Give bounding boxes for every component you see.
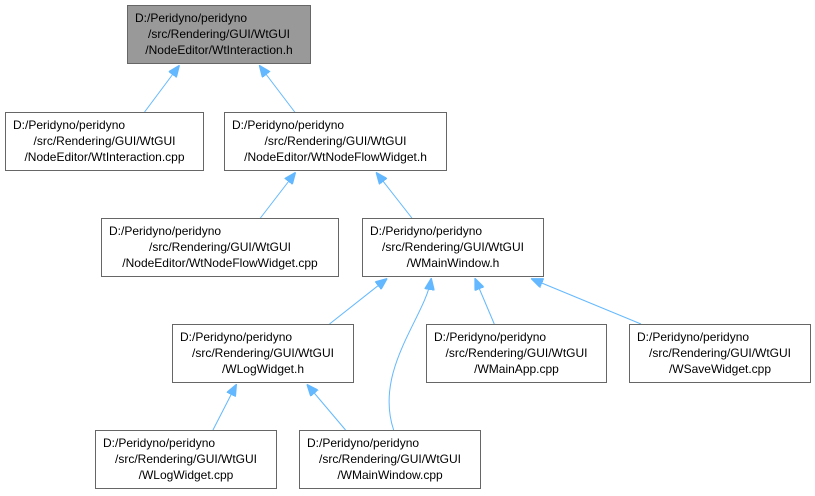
node-wtnodeflowwidget-h[interactable]: D:/Peridyno/peridyno /src/Rendering/GUI/… xyxy=(224,112,447,171)
node-wlogwidget-h[interactable]: D:/Peridyno/peridyno /src/Rendering/GUI/… xyxy=(172,324,354,383)
edge-n_logwidget_cpp-to-n_logwidget_h xyxy=(212,385,236,431)
node-wlogwidget-cpp[interactable]: D:/Peridyno/peridyno /src/Rendering/GUI/… xyxy=(95,430,277,489)
edge-n_interaction_cpp-to-n_interaction_h xyxy=(144,66,179,113)
node-path-line: /src/Rendering/GUI/WtGUI xyxy=(147,27,291,41)
edge-n_mainwindow_h-to-n_nodeflow_h xyxy=(377,173,413,219)
node-path-line: /NodeEditor/WtNodeFlowWidget.h xyxy=(244,150,427,164)
node-wmainapp-cpp[interactable]: D:/Peridyno/peridyno /src/Rendering/GUI/… xyxy=(426,324,607,383)
node-path-line: /src/Rendering/GUI/WtGUI xyxy=(191,346,335,360)
node-path-line: D:/Peridyno/peridyno xyxy=(434,330,547,344)
node-path-line: /src/Rendering/GUI/WtGUI xyxy=(648,346,792,360)
node-path-line: /src/Rendering/GUI/WtGUI xyxy=(33,134,176,148)
node-path-line: D:/Peridyno/peridyno xyxy=(13,118,126,132)
edge-n_nodeflow_h-to-n_interaction_h xyxy=(260,66,296,113)
node-path-line: D:/Peridyno/peridyno xyxy=(103,436,216,450)
node-path-line: D:/Peridyno/peridyno xyxy=(637,330,750,344)
edge-n_mainapp_cpp-to-n_mainwindow_h xyxy=(475,279,495,325)
node-path-line: /src/Rendering/GUI/WtGUI xyxy=(148,240,292,254)
node-path-line: D:/Peridyno/peridyno xyxy=(307,436,420,450)
node-wmainwindow-cpp[interactable]: D:/Peridyno/peridyno /src/Rendering/GUI/… xyxy=(299,430,481,489)
node-path-line: /src/Rendering/GUI/WtGUI xyxy=(264,134,407,148)
edge-n_logwidget_h-to-n_mainwindow_h xyxy=(329,279,387,325)
node-path-line: D:/Peridyno/peridyno xyxy=(135,11,248,25)
node-wmainwindow-h[interactable]: D:/Peridyno/peridyno /src/Rendering/GUI/… xyxy=(362,218,544,277)
node-path-line: D:/Peridyno/peridyno xyxy=(370,224,483,238)
edge-n_nodeflow_cpp-to-n_nodeflow_h xyxy=(260,173,295,219)
edge-n_mainwindow_cpp-to-n_mainwindow_h xyxy=(388,279,431,431)
node-path-line: /NodeEditor/WtInteraction.h xyxy=(145,43,293,57)
node-path-line: /src/Rendering/GUI/WtGUI xyxy=(445,346,588,360)
node-path-line: /src/Rendering/GUI/WtGUI xyxy=(318,452,462,466)
node-path-line: /WMainWindow.h xyxy=(406,256,500,270)
node-path-line: /src/Rendering/GUI/WtGUI xyxy=(381,240,525,254)
edge-n_mainwindow_cpp-to-n_logwidget_h xyxy=(307,385,346,431)
node-wtinteraction-cpp[interactable]: D:/Peridyno/peridyno /src/Rendering/GUI/… xyxy=(5,112,204,171)
node-path-line: /WMainWindow.cpp xyxy=(337,468,443,482)
edge-n_savewidget_cpp-to-n_mainwindow_h xyxy=(532,279,642,325)
node-path-line: /NodeEditor/WtNodeFlowWidget.cpp xyxy=(122,256,318,270)
node-path-line: D:/Peridyno/peridyno xyxy=(109,224,222,238)
node-path-line: /NodeEditor/WtInteraction.cpp xyxy=(24,150,185,164)
node-wsavewidget-cpp[interactable]: D:/Peridyno/peridyno /src/Rendering/GUI/… xyxy=(629,324,811,383)
node-path-line: /WLogWidget.h xyxy=(221,362,305,376)
node-path-line: D:/Peridyno/peridyno xyxy=(232,118,345,132)
node-wtinteraction-h: D:/Peridyno/peridyno /src/Rendering/GUI/… xyxy=(127,5,311,64)
node-path-line: /src/Rendering/GUI/WtGUI xyxy=(114,452,258,466)
graph-edges xyxy=(144,66,642,431)
node-wtnodeflowwidget-cpp[interactable]: D:/Peridyno/peridyno /src/Rendering/GUI/… xyxy=(101,218,339,277)
node-path-line: D:/Peridyno/peridyno xyxy=(180,330,293,344)
node-path-line: /WMainApp.cpp xyxy=(474,362,559,376)
node-path-line: /WLogWidget.cpp xyxy=(138,468,234,482)
node-path-line: /WSaveWidget.cpp xyxy=(668,362,772,376)
